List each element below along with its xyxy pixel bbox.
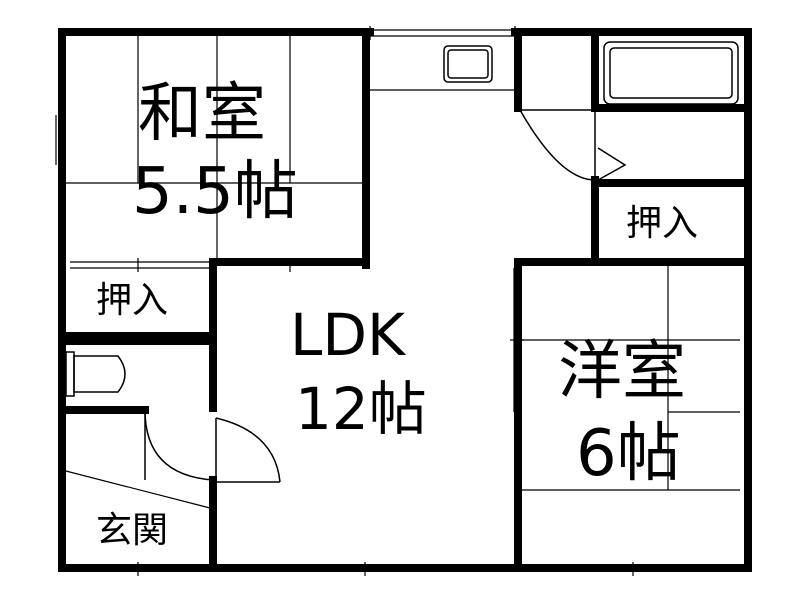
ldk-name: LDK	[290, 301, 406, 369]
genkan-label: 玄関	[96, 510, 169, 551]
ldk-size: 12帖	[295, 375, 427, 443]
youshitsu-name: 洋室	[558, 335, 686, 409]
tatami-lines	[55, 35, 740, 509]
youshitsu-size: 6帖	[576, 417, 681, 491]
oshiire-left-label: 押入	[96, 280, 169, 321]
wall-ticks	[137, 26, 634, 576]
washitsu-name: 和室	[138, 77, 266, 151]
washitsu-size: 5.5帖	[132, 155, 298, 229]
oshiire-right-label: 押入	[626, 203, 699, 244]
fixtures	[65, 41, 739, 483]
